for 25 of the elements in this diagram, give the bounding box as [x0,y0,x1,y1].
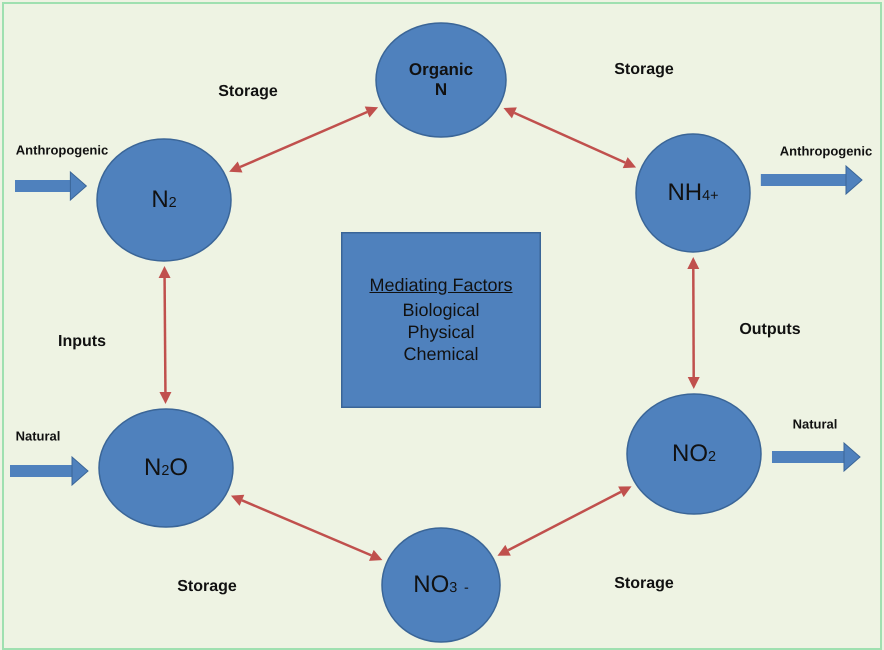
double-arrow [229,106,378,173]
edge-label: Anthropogenic [16,142,108,158]
flow-arrow [772,442,860,472]
edge-label: Natural [16,428,60,444]
box-heading: Mediating Factors [369,274,513,296]
double-arrow [158,266,172,404]
flow-arrow [760,166,862,194]
node-label: Organic N [408,60,474,100]
edge-label: Storage [614,61,674,79]
flow-arrow [10,456,89,486]
factor-text: Chemical [403,344,479,366]
edge-label: Storage [177,578,237,596]
flow-arrow [15,172,87,200]
double-arrow [687,257,700,389]
edge-label: Outputs [739,321,801,339]
edge-label: Storage [218,83,278,101]
factor-text: Biological [402,300,480,322]
edge-label: Anthropogenic [780,144,872,158]
edge-label: Natural [792,416,838,432]
edge-label: Inputs [58,333,106,351]
double-arrow [503,107,636,168]
factor-text: Physical [407,322,475,344]
double-arrow [230,494,382,561]
double-arrow [497,486,632,556]
edge-label: Storage [614,575,674,593]
